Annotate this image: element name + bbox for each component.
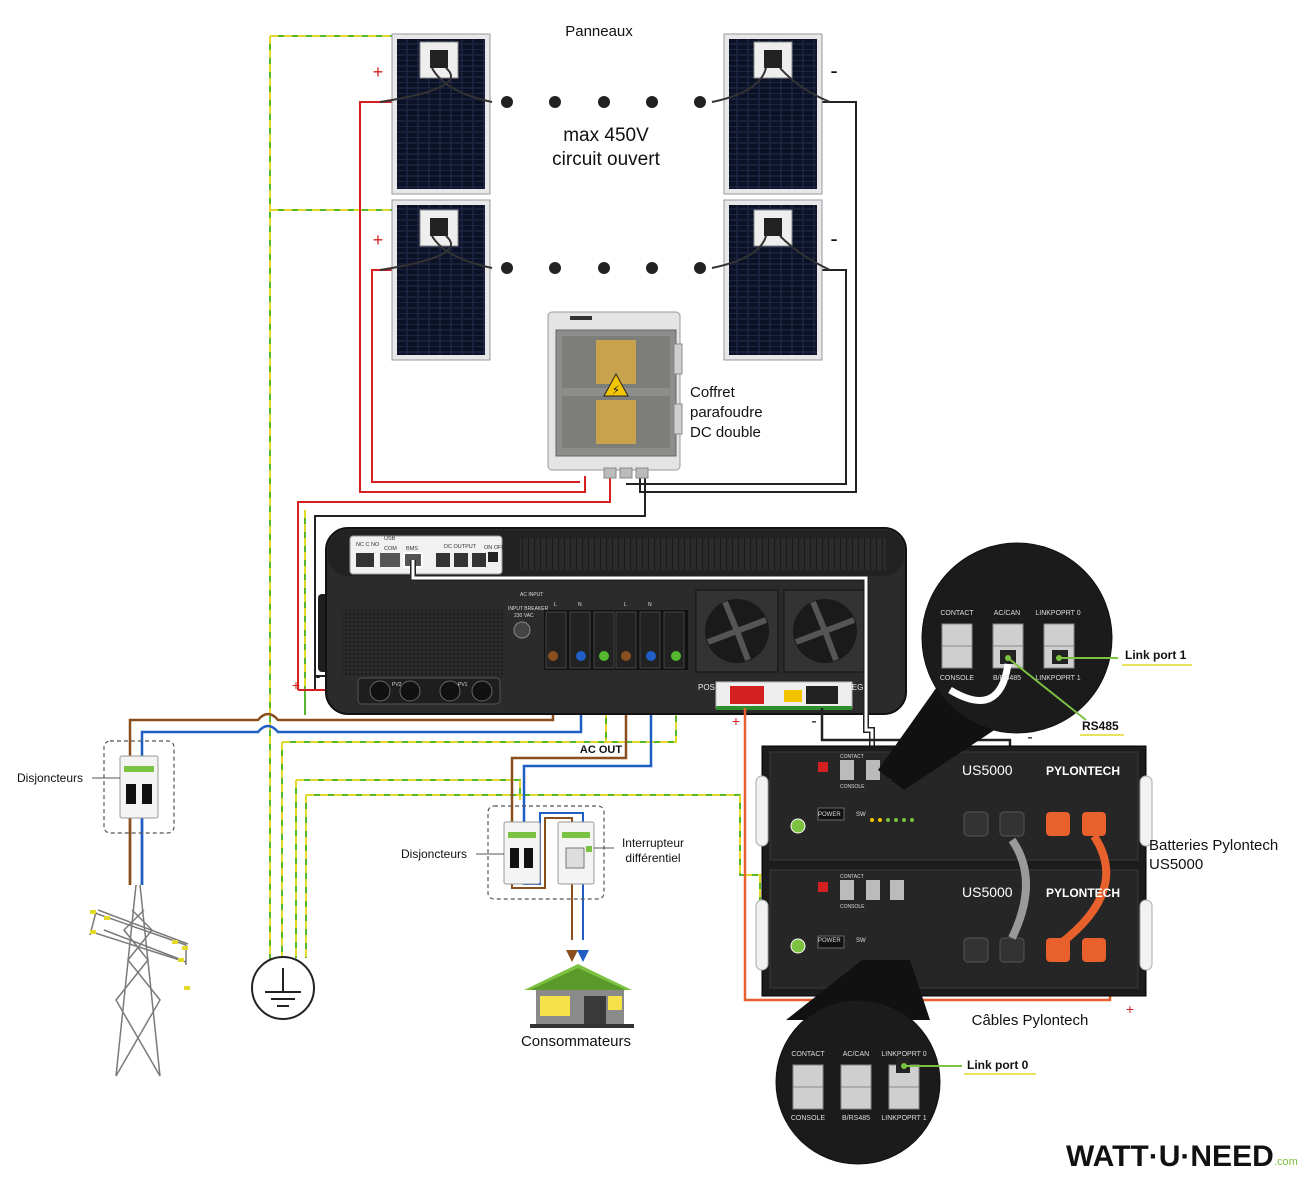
battery-plus-bottom: + (1126, 1001, 1134, 1017)
inverter-pv-plus: + (292, 677, 300, 693)
batteries-label-line2: US5000 (1149, 856, 1203, 873)
battery-model-2: US5000 (962, 884, 1013, 900)
battery-brand-1: PYLONTECH (1046, 764, 1120, 778)
callout-top-linkport1: LINKPOPRT 1 (1035, 675, 1080, 682)
callout-bottom-accan: AC/CAN (843, 1051, 869, 1058)
breakers-left-label: Disjoncteurs (17, 771, 83, 785)
battery-brand-2: PYLONTECH (1046, 886, 1120, 900)
earth-ground-icon (251, 956, 315, 1020)
inv-pv1: PV1 (458, 682, 468, 688)
callout-bottom-b-rs485: B/RS485 (842, 1115, 870, 1122)
battery-minus-inverter: - (811, 713, 816, 730)
series-dots (501, 96, 706, 274)
panel-plus-top: + (373, 62, 384, 82)
batteries-label-line1: Batteries Pylontech (1149, 837, 1278, 854)
solar-panel-2 (711, 33, 831, 195)
ac-out-protection (487, 805, 605, 900)
svg-text:⚡: ⚡ (612, 383, 620, 397)
callout-top-ports: CONTACT AC/CAN LINKPOPRT 0 CONSOLE B/RS4… (878, 542, 1113, 790)
battery-sw-1: SW (856, 812, 866, 818)
solar-panel-1 (379, 33, 493, 195)
inv-n-2: N (648, 602, 652, 608)
inv-l-2: L (624, 602, 627, 608)
grid-breaker (103, 740, 175, 834)
link-port-0-label: Link port 0 (967, 1058, 1029, 1072)
callout-bottom-contact: CONTACT (791, 1051, 825, 1058)
inv-input-breaker: INPUT BREAKER (508, 606, 549, 612)
surge-label-line2: parafoudre (690, 404, 763, 421)
battery-contact-2: CONTACT (840, 874, 864, 880)
battery-rack: US5000 PYLONTECH US5000 PYLONTECH POWER … (755, 745, 1153, 997)
inv-neg-label: NEG (846, 683, 863, 692)
rcd-label-line1: Interrupteur (622, 836, 684, 850)
battery-plus-inverter: + (732, 713, 740, 729)
battery-power-2: POWER (818, 938, 841, 944)
callout-top-contact: CONTACT (940, 610, 974, 617)
callout-bottom-linkport0: LINKPOPRT 0 (881, 1051, 926, 1058)
callout-bottom-console: CONSOLE (791, 1115, 826, 1122)
inv-pos-label: POS + (698, 683, 722, 692)
inv-on-off: ON OFF (484, 545, 505, 551)
panels-title: Panneaux (565, 23, 633, 40)
ac-out-label: AC OUT (580, 744, 622, 756)
brand-logo: WATT·U·NEED (1066, 1140, 1274, 1173)
inv-usb: USB (384, 536, 396, 542)
brand-logo-suffix: .com (1274, 1156, 1298, 1168)
callout-top-b-rs485: B/RS485 (993, 675, 1021, 682)
pylontech-cables-label: Câbles Pylontech (972, 1012, 1089, 1029)
callout-top-leaders (1007, 657, 1118, 721)
voltage-label-line2: circuit ouvert (552, 149, 660, 170)
consumers-label: Consommateurs (521, 1033, 631, 1050)
panel-minus-bottom: - (830, 226, 837, 251)
power-pylon-icon (89, 884, 189, 1077)
ac-consumer-arrows (566, 950, 589, 962)
battery-minus-top: - (1027, 729, 1032, 746)
inv-pv2: PV2 (392, 682, 402, 688)
hybrid-inverter: NC C NO USB COM BMS DC OUTPUT ON OFF AC … (318, 527, 907, 715)
inv-dc-output: DC OUTPUT (444, 544, 477, 550)
rs485-label: RS485 (1082, 719, 1119, 733)
panel-minus-top: - (830, 58, 837, 83)
callout-top-console: CONSOLE (940, 675, 975, 682)
inv-ac-input: AC INPUT (520, 592, 543, 598)
inv-nc-c-no: NC C NO (356, 542, 380, 548)
earth-wires (269, 35, 791, 960)
breakers-mid-label: Disjoncteurs (401, 847, 467, 861)
battery-mod1-leds (870, 818, 914, 822)
battery-contact-1: CONTACT (840, 754, 864, 760)
battery-power-1: POWER (818, 812, 841, 818)
callout-top-accan: AC/CAN (994, 610, 1020, 617)
pylon-insulators (90, 910, 190, 990)
solar-panel-3 (379, 199, 493, 361)
battery-model-1: US5000 (962, 762, 1013, 778)
callout-bottom-ports: CONTACT AC/CAN LINKPOPRT 0 CONSOLE B/RS4… (775, 960, 941, 1165)
surge-protection-box: ⚡ (547, 311, 683, 479)
inv-com: COM (384, 546, 397, 552)
battery-console-1: CONSOLE (840, 784, 865, 790)
battery-sw-2: SW (856, 938, 866, 944)
inv-230vac: 230 VAC (514, 613, 534, 619)
voltage-label-line1: max 450V (563, 125, 649, 146)
callout-top-linkport0: LINKPOPRT 0 (1035, 610, 1080, 617)
battery-console-2: CONSOLE (840, 904, 865, 910)
surge-label-line1: Coffret (690, 384, 736, 401)
rcd-label-line2: différentiel (625, 851, 680, 865)
inverter-pv-minus: - (316, 668, 321, 684)
solar-panel-4 (711, 199, 831, 361)
panel-plus-bottom: + (373, 230, 384, 250)
inv-bms: BMS (406, 546, 418, 552)
callout-bottom-linkport1: LINKPOPRT 1 (881, 1115, 926, 1122)
inv-n-1: N (578, 602, 582, 608)
link-port-1-label: Link port 1 (1125, 648, 1187, 662)
consumers-house-icon (524, 964, 634, 1028)
surge-label-line3: DC double (690, 424, 761, 441)
inv-l-1: L (554, 602, 557, 608)
